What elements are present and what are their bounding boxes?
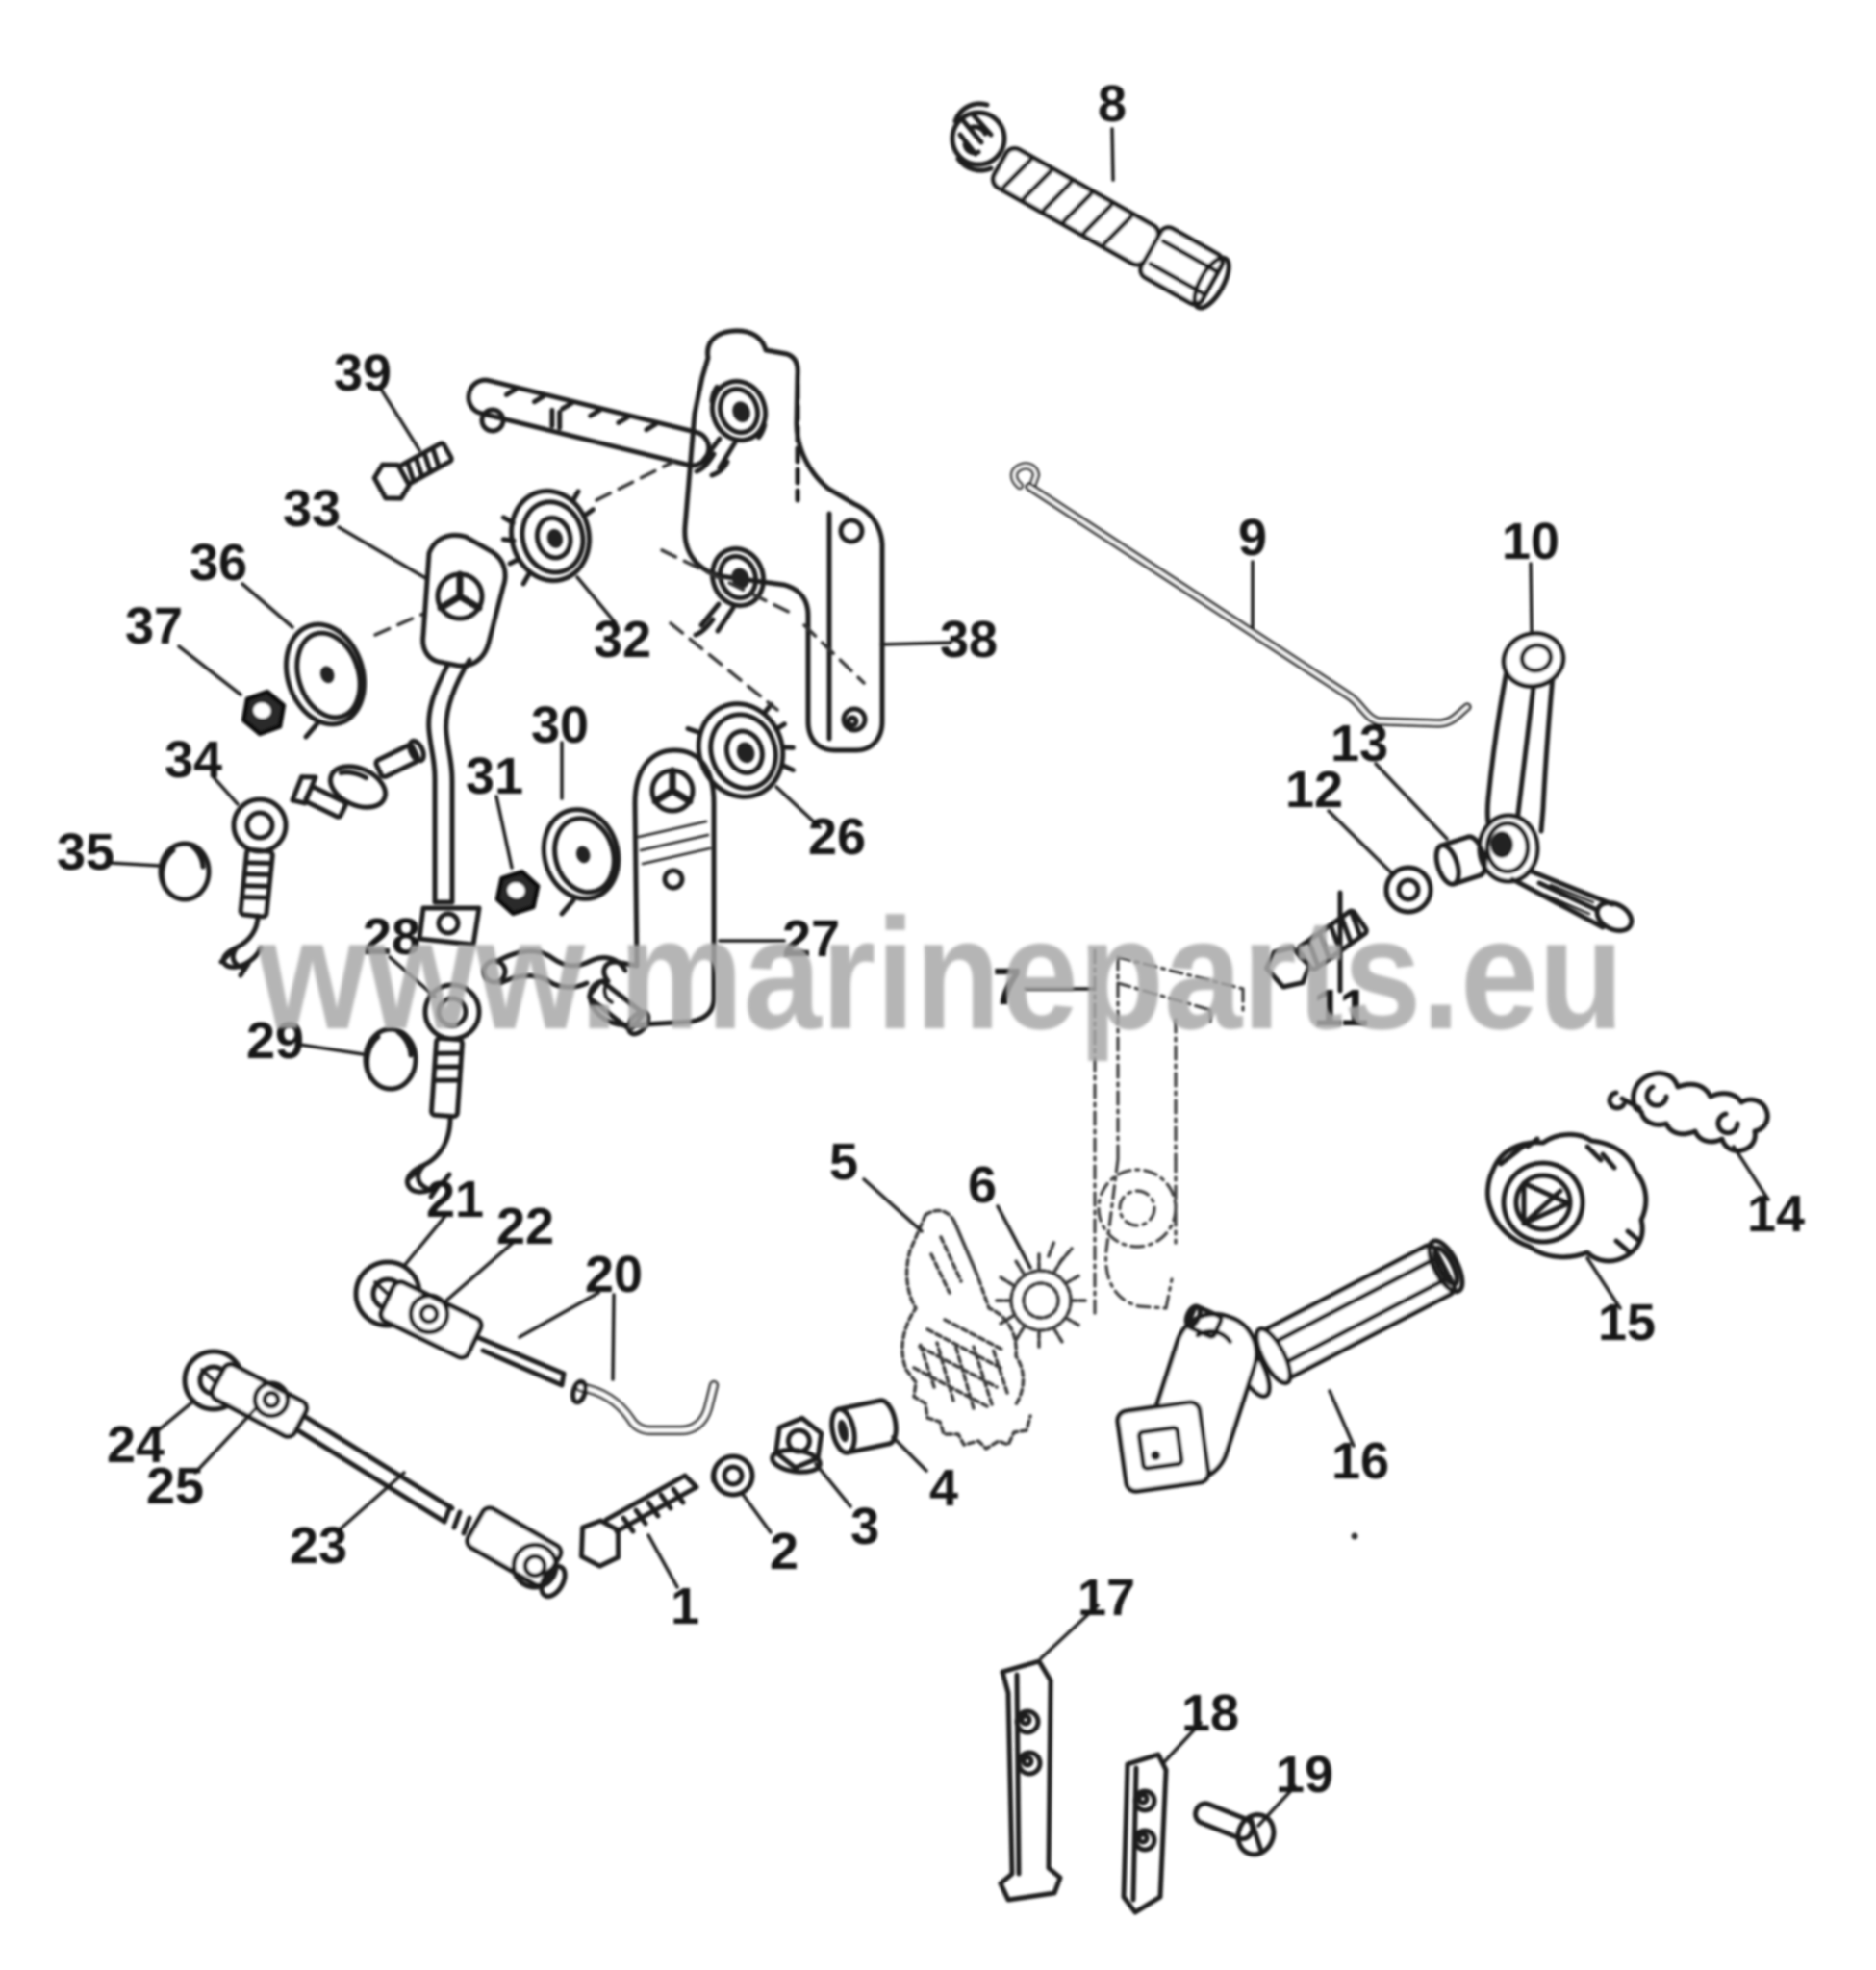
svg-text:www.marineparts.eu: www.marineparts.eu bbox=[257, 886, 1624, 1062]
svg-text:15: 15 bbox=[1598, 1294, 1656, 1351]
svg-text:19: 19 bbox=[1276, 1746, 1333, 1804]
svg-text:31: 31 bbox=[466, 747, 523, 805]
svg-text:32: 32 bbox=[594, 611, 651, 669]
svg-text:16: 16 bbox=[1331, 1432, 1389, 1490]
svg-text:34: 34 bbox=[165, 731, 222, 789]
svg-text:38: 38 bbox=[940, 611, 998, 669]
svg-text:9: 9 bbox=[1238, 509, 1267, 567]
svg-text:25: 25 bbox=[146, 1457, 204, 1515]
svg-text:5: 5 bbox=[829, 1133, 858, 1191]
svg-text:35: 35 bbox=[57, 823, 114, 881]
svg-text:13: 13 bbox=[1331, 715, 1388, 772]
svg-text:14: 14 bbox=[1747, 1185, 1805, 1243]
svg-text:36: 36 bbox=[190, 534, 247, 592]
svg-text:6: 6 bbox=[968, 1156, 997, 1214]
svg-text:39: 39 bbox=[334, 344, 392, 402]
svg-text:24: 24 bbox=[107, 1416, 165, 1474]
svg-text:4: 4 bbox=[929, 1459, 958, 1517]
svg-text:27: 27 bbox=[782, 910, 840, 968]
svg-text:2: 2 bbox=[770, 1523, 799, 1580]
svg-text:18: 18 bbox=[1181, 1684, 1239, 1742]
svg-text:30: 30 bbox=[531, 696, 589, 754]
svg-text:21: 21 bbox=[426, 1171, 484, 1228]
svg-text:1: 1 bbox=[671, 1578, 699, 1635]
svg-text:7: 7 bbox=[993, 958, 1022, 1016]
svg-text:10: 10 bbox=[1502, 513, 1559, 570]
svg-text:20: 20 bbox=[585, 1246, 643, 1303]
svg-text:8: 8 bbox=[1098, 75, 1127, 133]
svg-text:11: 11 bbox=[1313, 979, 1368, 1037]
svg-text:33: 33 bbox=[283, 480, 341, 538]
svg-text:26: 26 bbox=[808, 808, 866, 866]
svg-text:3: 3 bbox=[850, 1498, 879, 1555]
svg-text:23: 23 bbox=[290, 1517, 347, 1575]
svg-text:29: 29 bbox=[246, 1012, 304, 1070]
svg-text:22: 22 bbox=[496, 1198, 554, 1255]
svg-text:28: 28 bbox=[363, 908, 420, 966]
svg-text:17: 17 bbox=[1077, 1569, 1135, 1627]
svg-text:37: 37 bbox=[125, 597, 183, 655]
svg-text:12: 12 bbox=[1285, 761, 1343, 819]
